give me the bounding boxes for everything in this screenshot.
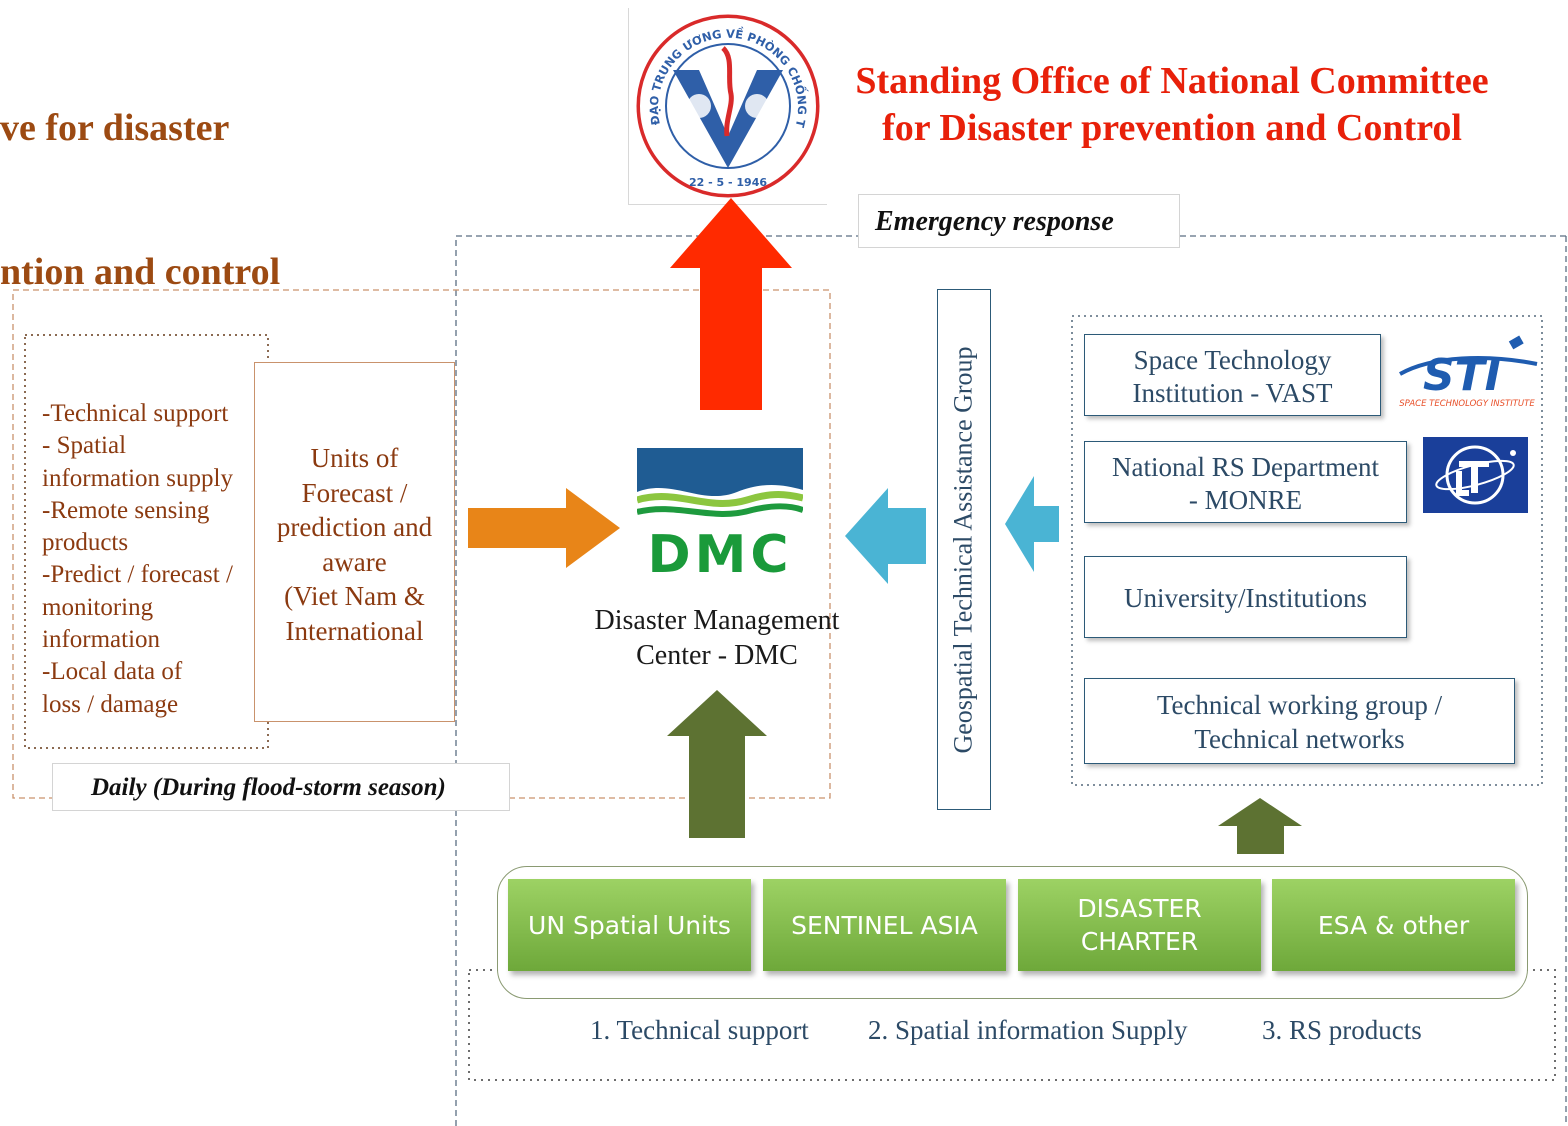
dmc-caption-line: Disaster Management <box>594 605 840 636</box>
cyan-left-arrow-geo <box>845 488 926 584</box>
provider-disaster-charter: DISASTER CHARTER <box>1018 879 1261 971</box>
list-item: -Remote sensing <box>42 496 210 524</box>
service-item: 1. Technical support <box>590 1015 809 1045</box>
right-title-line: for Disaster prevention and Control <box>882 107 1462 149</box>
units-line: Units of <box>310 443 399 473</box>
service-item: 2. Spatial information Supply <box>868 1015 1188 1045</box>
institution-line: Institution - VAST <box>1132 378 1333 408</box>
tech-support-list: -Technical support - Spatial information… <box>42 398 257 721</box>
committee-logo-frame: BAN CHỈ ĐẠO TRUNG ƯƠNG VỀ PHÒNG CHỐNG TH… <box>624 0 827 205</box>
units-line: (Viet Nam & <box>284 581 425 611</box>
provider-label: ESA & other <box>1317 910 1470 940</box>
provider-label: UN Spatial Units <box>528 910 731 940</box>
list-item: products <box>42 529 129 557</box>
dmc-caption: Disaster Management Center - DMC <box>570 603 864 673</box>
cyan-left-arrow-institutions <box>1005 476 1059 572</box>
institution-line: - MONRE <box>1188 485 1303 515</box>
monre-rs-logo <box>1423 437 1528 513</box>
geospatial-group-label: Geospatial Technical Assistance Group <box>949 345 978 754</box>
institution-box-university: University/Institutions <box>1084 556 1407 638</box>
provider-label: SENTINEL ASIA <box>791 910 978 940</box>
units-forecast-box: Units of Forecast / prediction and aware… <box>254 362 455 722</box>
list-item: monitoring <box>42 593 154 621</box>
units-line: International <box>285 615 424 646</box>
provider-sentinel-asia: SENTINEL ASIA <box>763 879 1006 971</box>
sti-logo: STI SPACE TECHNOLOGY INSTITUTE <box>1399 335 1538 409</box>
right-title-line: Standing Office of National Committee <box>855 60 1489 102</box>
tech-list-border <box>24 334 269 749</box>
list-item: - Spatial <box>42 432 127 460</box>
institution-box-monre: National RS Department - MONRE <box>1084 441 1407 523</box>
units-line: prediction and <box>276 512 433 542</box>
institution-line: University/Institutions <box>1124 583 1367 613</box>
units-line: Forecast / <box>301 477 408 508</box>
provider-label: CHARTER <box>1080 927 1199 956</box>
provider-esa-other: ESA & other <box>1272 879 1515 971</box>
dmc-caption-line: Center - DMC <box>636 640 798 671</box>
list-item: information supply <box>42 464 233 492</box>
geospatial-group-label-wrap: Geospatial Technical Assistance Group <box>937 289 991 810</box>
institution-line: National RS Department <box>1112 452 1379 482</box>
sti-logo-text: STI <box>1423 350 1501 401</box>
institution-box-technical-group: Technical working group / Technical netw… <box>1084 678 1515 764</box>
service-item: 3. RS products <box>1262 1015 1422 1045</box>
dmc-logo-text: DMC <box>647 525 792 576</box>
list-item: loss / damage <box>42 690 179 718</box>
red-up-arrow <box>670 198 792 410</box>
services-border <box>468 969 1556 1081</box>
left-title-line: ntion and control <box>0 251 281 293</box>
institution-line: Technical networks <box>1194 724 1405 754</box>
institution-line: Space Technology <box>1133 345 1332 375</box>
institution-line: Technical working group / <box>1156 690 1443 720</box>
left-title: ve for disaster ntion and control <box>0 8 280 344</box>
dmc-logo: DMC <box>637 448 803 576</box>
list-item: -Predict / forecast / <box>42 561 233 589</box>
committee-logo: BAN CHỈ ĐẠO TRUNG ƯƠNG VỀ PHÒNG CHỐNG TH… <box>624 0 820 198</box>
right-title: Standing Office of National Committee fo… <box>812 58 1532 152</box>
list-item: information <box>42 626 161 654</box>
sti-logo-subtext: SPACE TECHNOLOGY INSTITUTE <box>1399 399 1535 409</box>
list-item: -Technical support <box>42 400 229 427</box>
logo-date-text: 22 - 5 - 1946 <box>689 176 767 189</box>
orange-right-arrow <box>468 488 620 568</box>
provider-label: DISASTER <box>1077 894 1202 923</box>
geospatial-group-box <box>937 289 991 810</box>
units-line: aware <box>322 546 387 577</box>
daily-season-label: Daily (During flood-storm season) <box>52 763 510 811</box>
emergency-region-border <box>455 235 858 1126</box>
institutions-border <box>1071 315 1543 786</box>
provider-un-spatial: UN Spatial Units <box>508 879 751 971</box>
left-title-line: ve for disaster <box>0 107 230 149</box>
emergency-response-label: Emergency response <box>858 194 1180 248</box>
list-item: -Local data of <box>42 658 183 686</box>
institution-box-sti: Space Technology Institution - VAST <box>1084 334 1381 416</box>
olive-up-arrow-institutions <box>1218 798 1302 854</box>
olive-up-arrow-dmc <box>667 690 767 838</box>
